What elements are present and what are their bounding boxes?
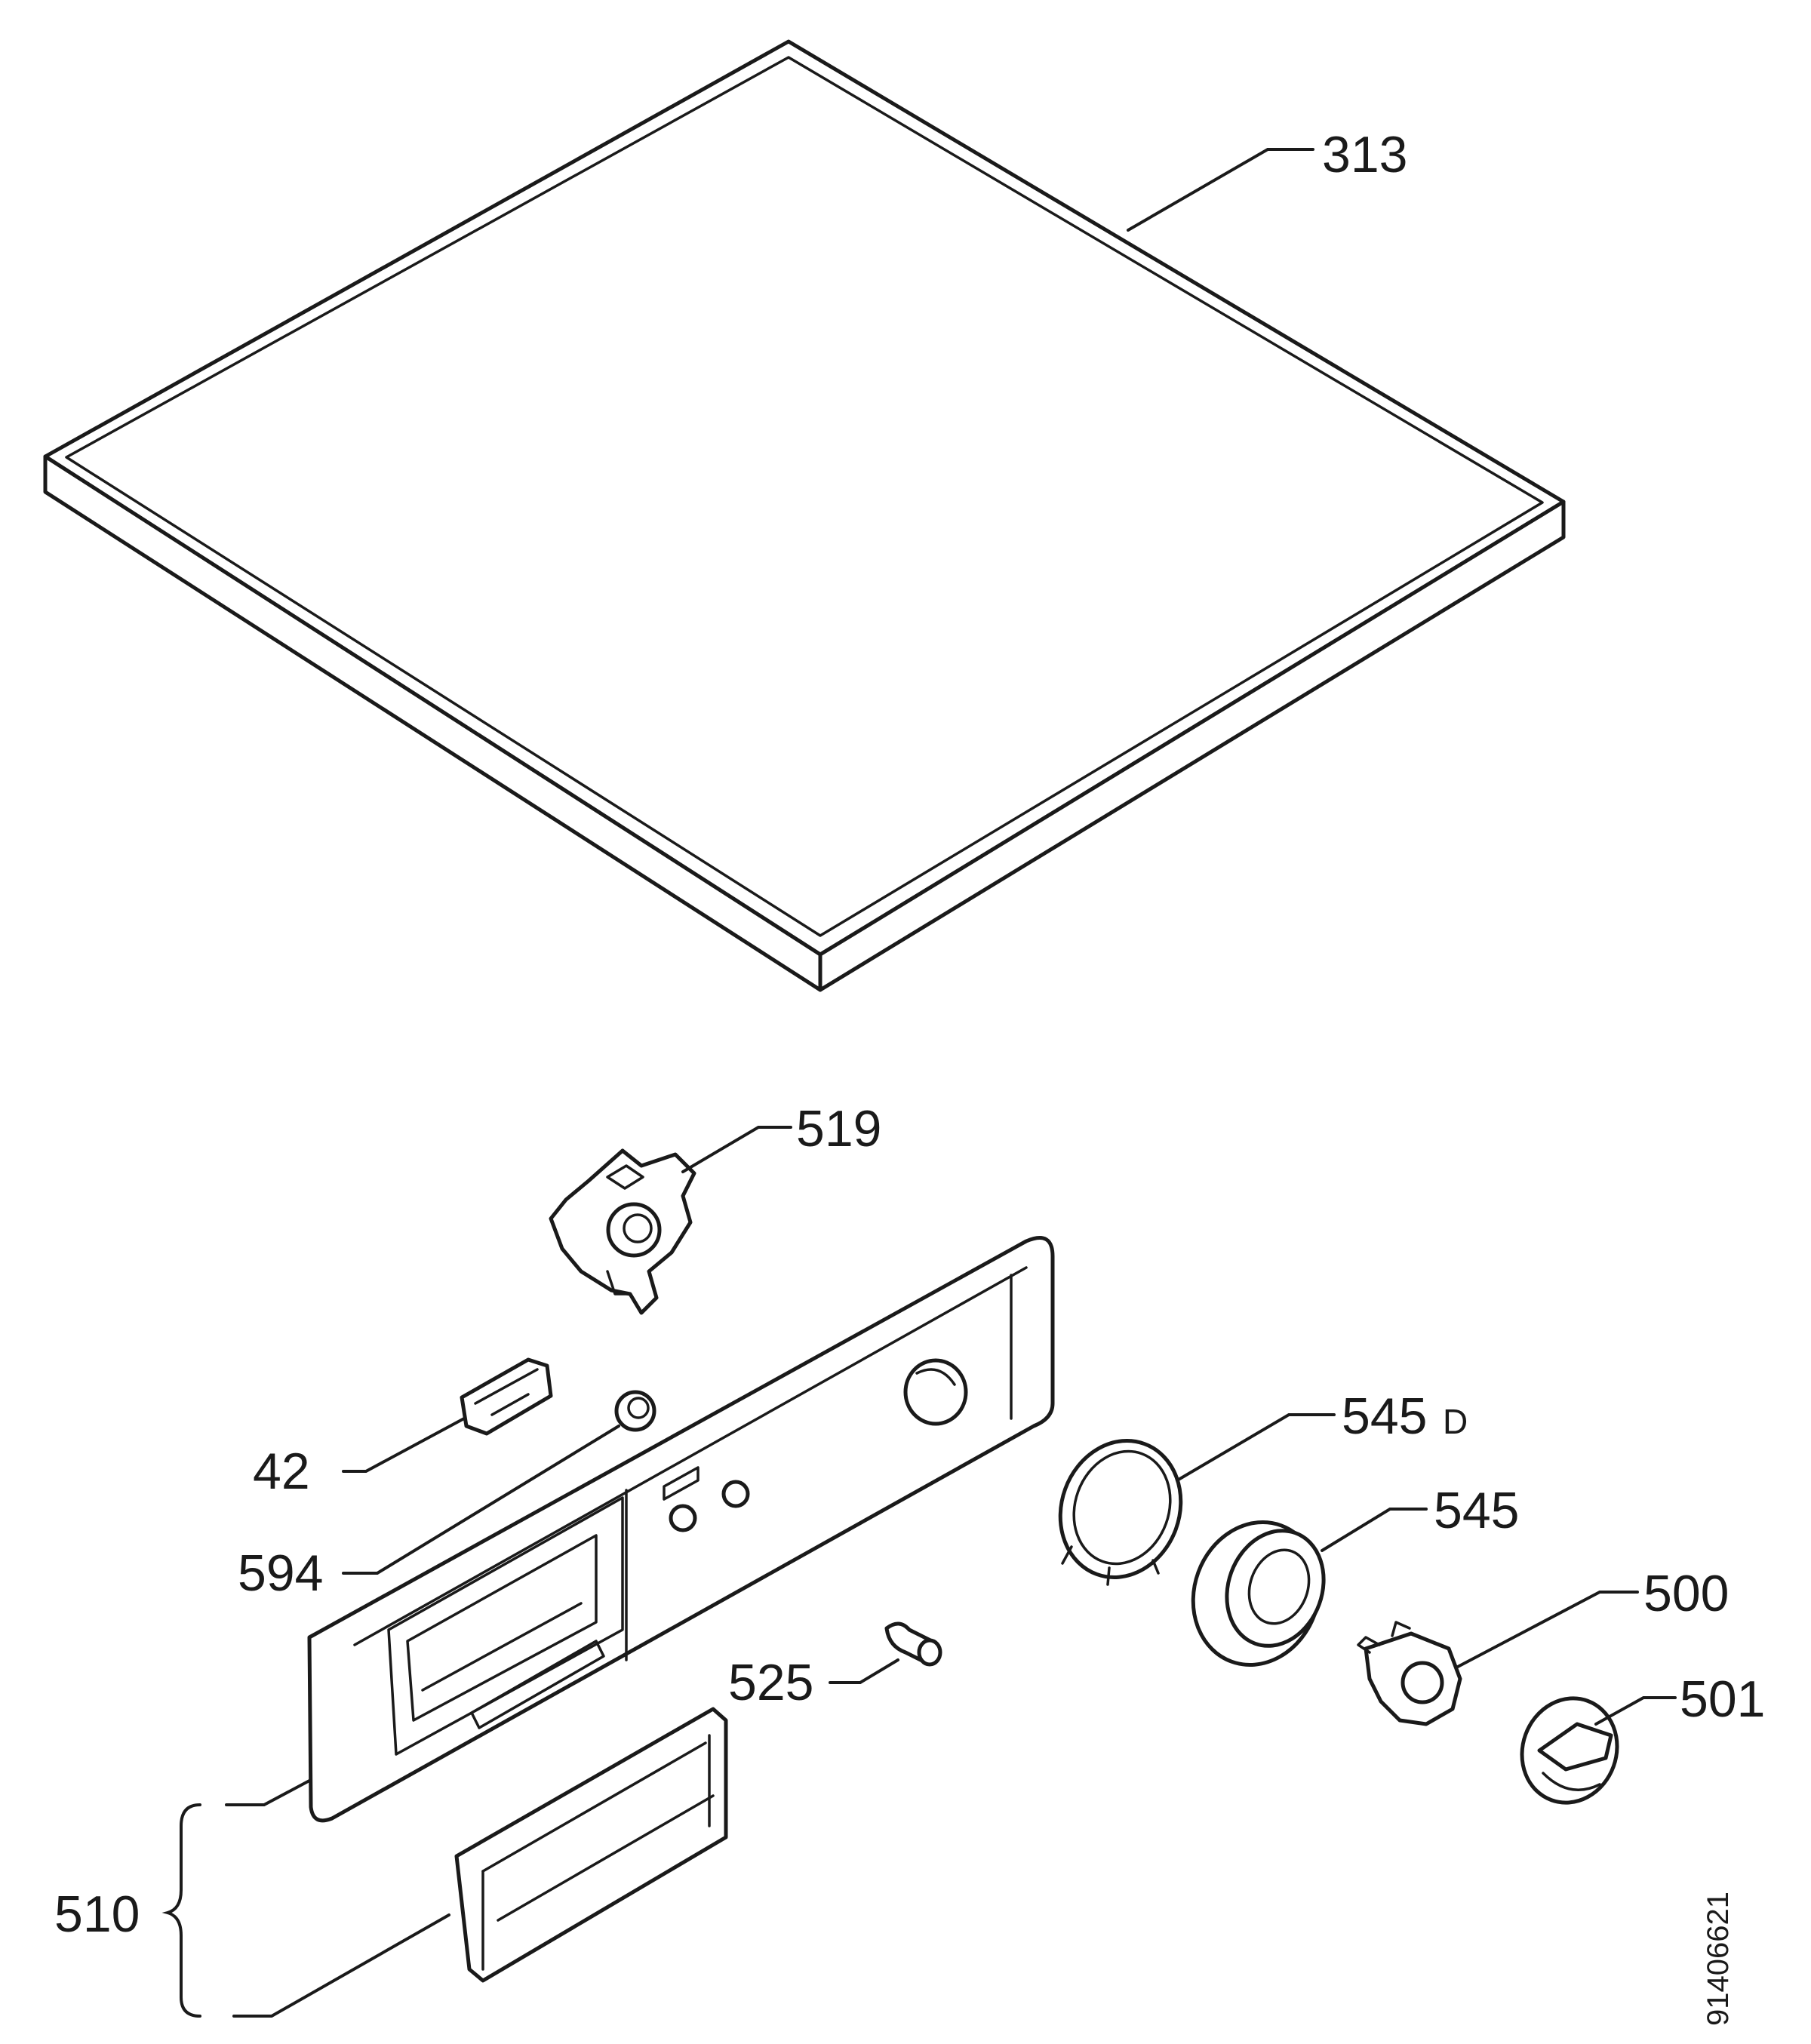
label-545: 545 [1434,1482,1519,1539]
cap-594 [614,1390,656,1432]
bracket-510 [161,1803,201,2018]
label-545D: 545 [1342,1388,1427,1445]
rotary-knob-501 [1520,1696,1619,1805]
knob-545 [1191,1520,1326,1667]
drawer-front-510 [454,1707,728,1983]
top-cover-313 [43,39,1566,992]
leader-42 [342,1417,466,1473]
label-42: 42 [253,1443,310,1500]
label-545D-suffix: D [1443,1402,1468,1441]
leader-500 [1455,1591,1639,1669]
control-panel-510 [307,1236,1055,1823]
label-594: 594 [238,1545,323,1602]
leader-510-lower [232,1913,450,2018]
leader-510-upper [225,1779,311,1806]
pin-525 [884,1621,942,1667]
label-500: 500 [1643,1565,1729,1622]
leader-594 [342,1425,620,1575]
leader-313 [1127,148,1314,232]
gasket-545D [1058,1439,1183,1586]
document-number: 91406621 [1702,1892,1735,2026]
lever-42 [460,1357,553,1436]
label-510: 510 [54,1886,140,1943]
leader-501 [1594,1696,1677,1726]
leader-525 [829,1658,899,1684]
leader-545D [1176,1413,1336,1482]
bracket-519 [549,1148,696,1315]
label-519: 519 [796,1100,881,1157]
label-313: 313 [1322,126,1407,183]
leader-519 [681,1126,792,1173]
leader-545 [1321,1508,1428,1552]
label-525: 525 [728,1654,813,1711]
switch-500 [1357,1621,1462,1726]
label-501: 501 [1680,1671,1765,1728]
